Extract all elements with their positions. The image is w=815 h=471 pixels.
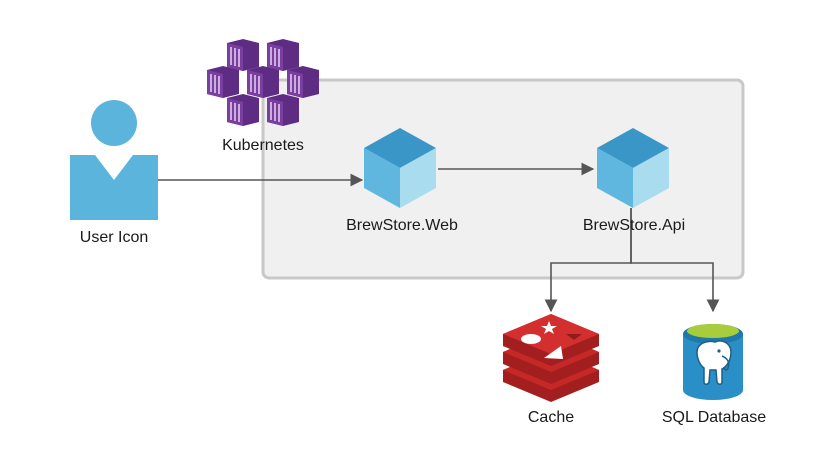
- postgresql-icon: [683, 324, 743, 400]
- kubernetes-container-box: [227, 94, 259, 126]
- kubernetes-container-box: [247, 66, 279, 98]
- kubernetes-container-box: [287, 66, 319, 98]
- redis-icon: [503, 314, 599, 402]
- kubernetes-container-box: [267, 39, 299, 71]
- web-cube-icon: [364, 128, 436, 208]
- api-cube-icon: [597, 128, 669, 208]
- kubernetes-container-box: [227, 39, 259, 71]
- edge-api-to-db: [630, 208, 720, 313]
- db-label: SQL Database: [661, 409, 767, 426]
- kubernetes-icon: [207, 39, 319, 126]
- cache-label: Cache: [527, 409, 575, 426]
- kubernetes-cluster-container: [261, 78, 745, 280]
- kubernetes-container-box: [267, 94, 299, 126]
- edges: [158, 162, 720, 313]
- user-icon: [70, 100, 158, 220]
- kubernetes-label: Kubernetes: [222, 137, 304, 154]
- api-label: BrewStore.Api: [582, 217, 686, 234]
- web-label: BrewStore.Web: [346, 217, 458, 234]
- user-label: User Icon: [79, 229, 149, 246]
- kubernetes-container-box: [207, 66, 239, 98]
